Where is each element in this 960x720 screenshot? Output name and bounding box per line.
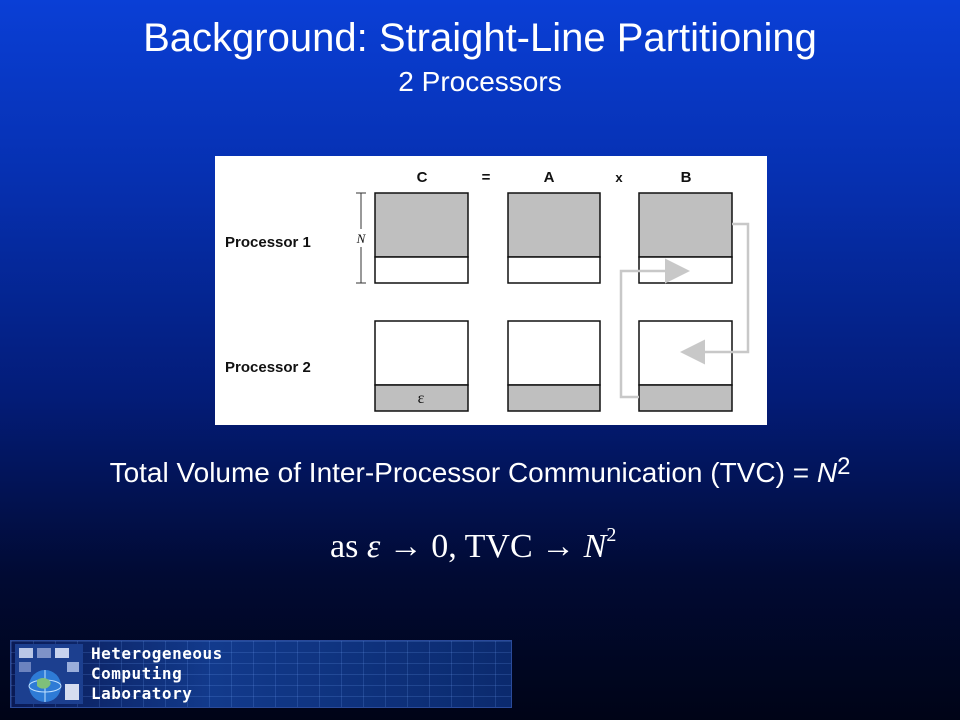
arrow-p1-to-p2 [680,222,750,365]
tvc-variable: N [816,457,838,488]
formula-as: as [330,528,359,565]
lab-name-line-1: Heterogeneous [91,644,223,663]
lab-name: Heterogeneous Computing Laboratory [91,644,391,704]
header-c: C [417,169,428,186]
formula-zero-tvc: 0, TVC [431,528,533,565]
matrix-a-p1 [507,192,601,284]
partition-diagram-svg: C = A x B Processor 1 Processor 2 N [225,169,750,412]
matrix-a-p2 [507,320,601,412]
header-eq: = [482,169,491,186]
partition-diagram: C = A x B Processor 1 Processor 2 N [215,156,767,425]
slide-title: Background: Straight-Line Partitioning [143,16,817,60]
tvc-text: Total Volume of Inter-Processor Communic… [109,457,817,488]
lab-name-line-3: Laboratory [91,684,193,703]
formula-arrow-1: → [388,528,423,565]
tvc-exponent: 2 [837,453,851,480]
header-a: A [544,169,555,186]
tvc-statement: Total Volume of Inter-Processor Communic… [0,453,960,493]
formula-exponent: 2 [606,524,617,546]
matrix-b-p1 [638,192,733,284]
processor-2-label: Processor 2 [225,359,311,376]
formula-n: N [583,528,607,565]
limit-formula: as ε → 0, TVC → N2 [330,524,690,578]
processor-1-label: Processor 1 [225,234,311,251]
globe-icon [15,644,83,704]
lab-logo: Heterogeneous Computing Laboratory [10,640,512,708]
header-x: x [615,170,623,185]
matrix-c-p2 [374,320,469,412]
matrix-c-p1 [374,192,469,284]
matrix-b-p2 [638,320,733,412]
epsilon-label: ε [418,390,425,407]
formula-arrow-2: → [541,528,576,565]
dimension-label-n: N [356,231,367,246]
slide-subtitle: 2 Processors [398,66,562,97]
formula-epsilon: ε [366,528,381,565]
header-b: B [681,169,692,186]
arrow-p2-to-p1 [619,258,690,399]
logo-grid-background [11,641,511,707]
lab-name-line-2: Computing [91,664,183,683]
